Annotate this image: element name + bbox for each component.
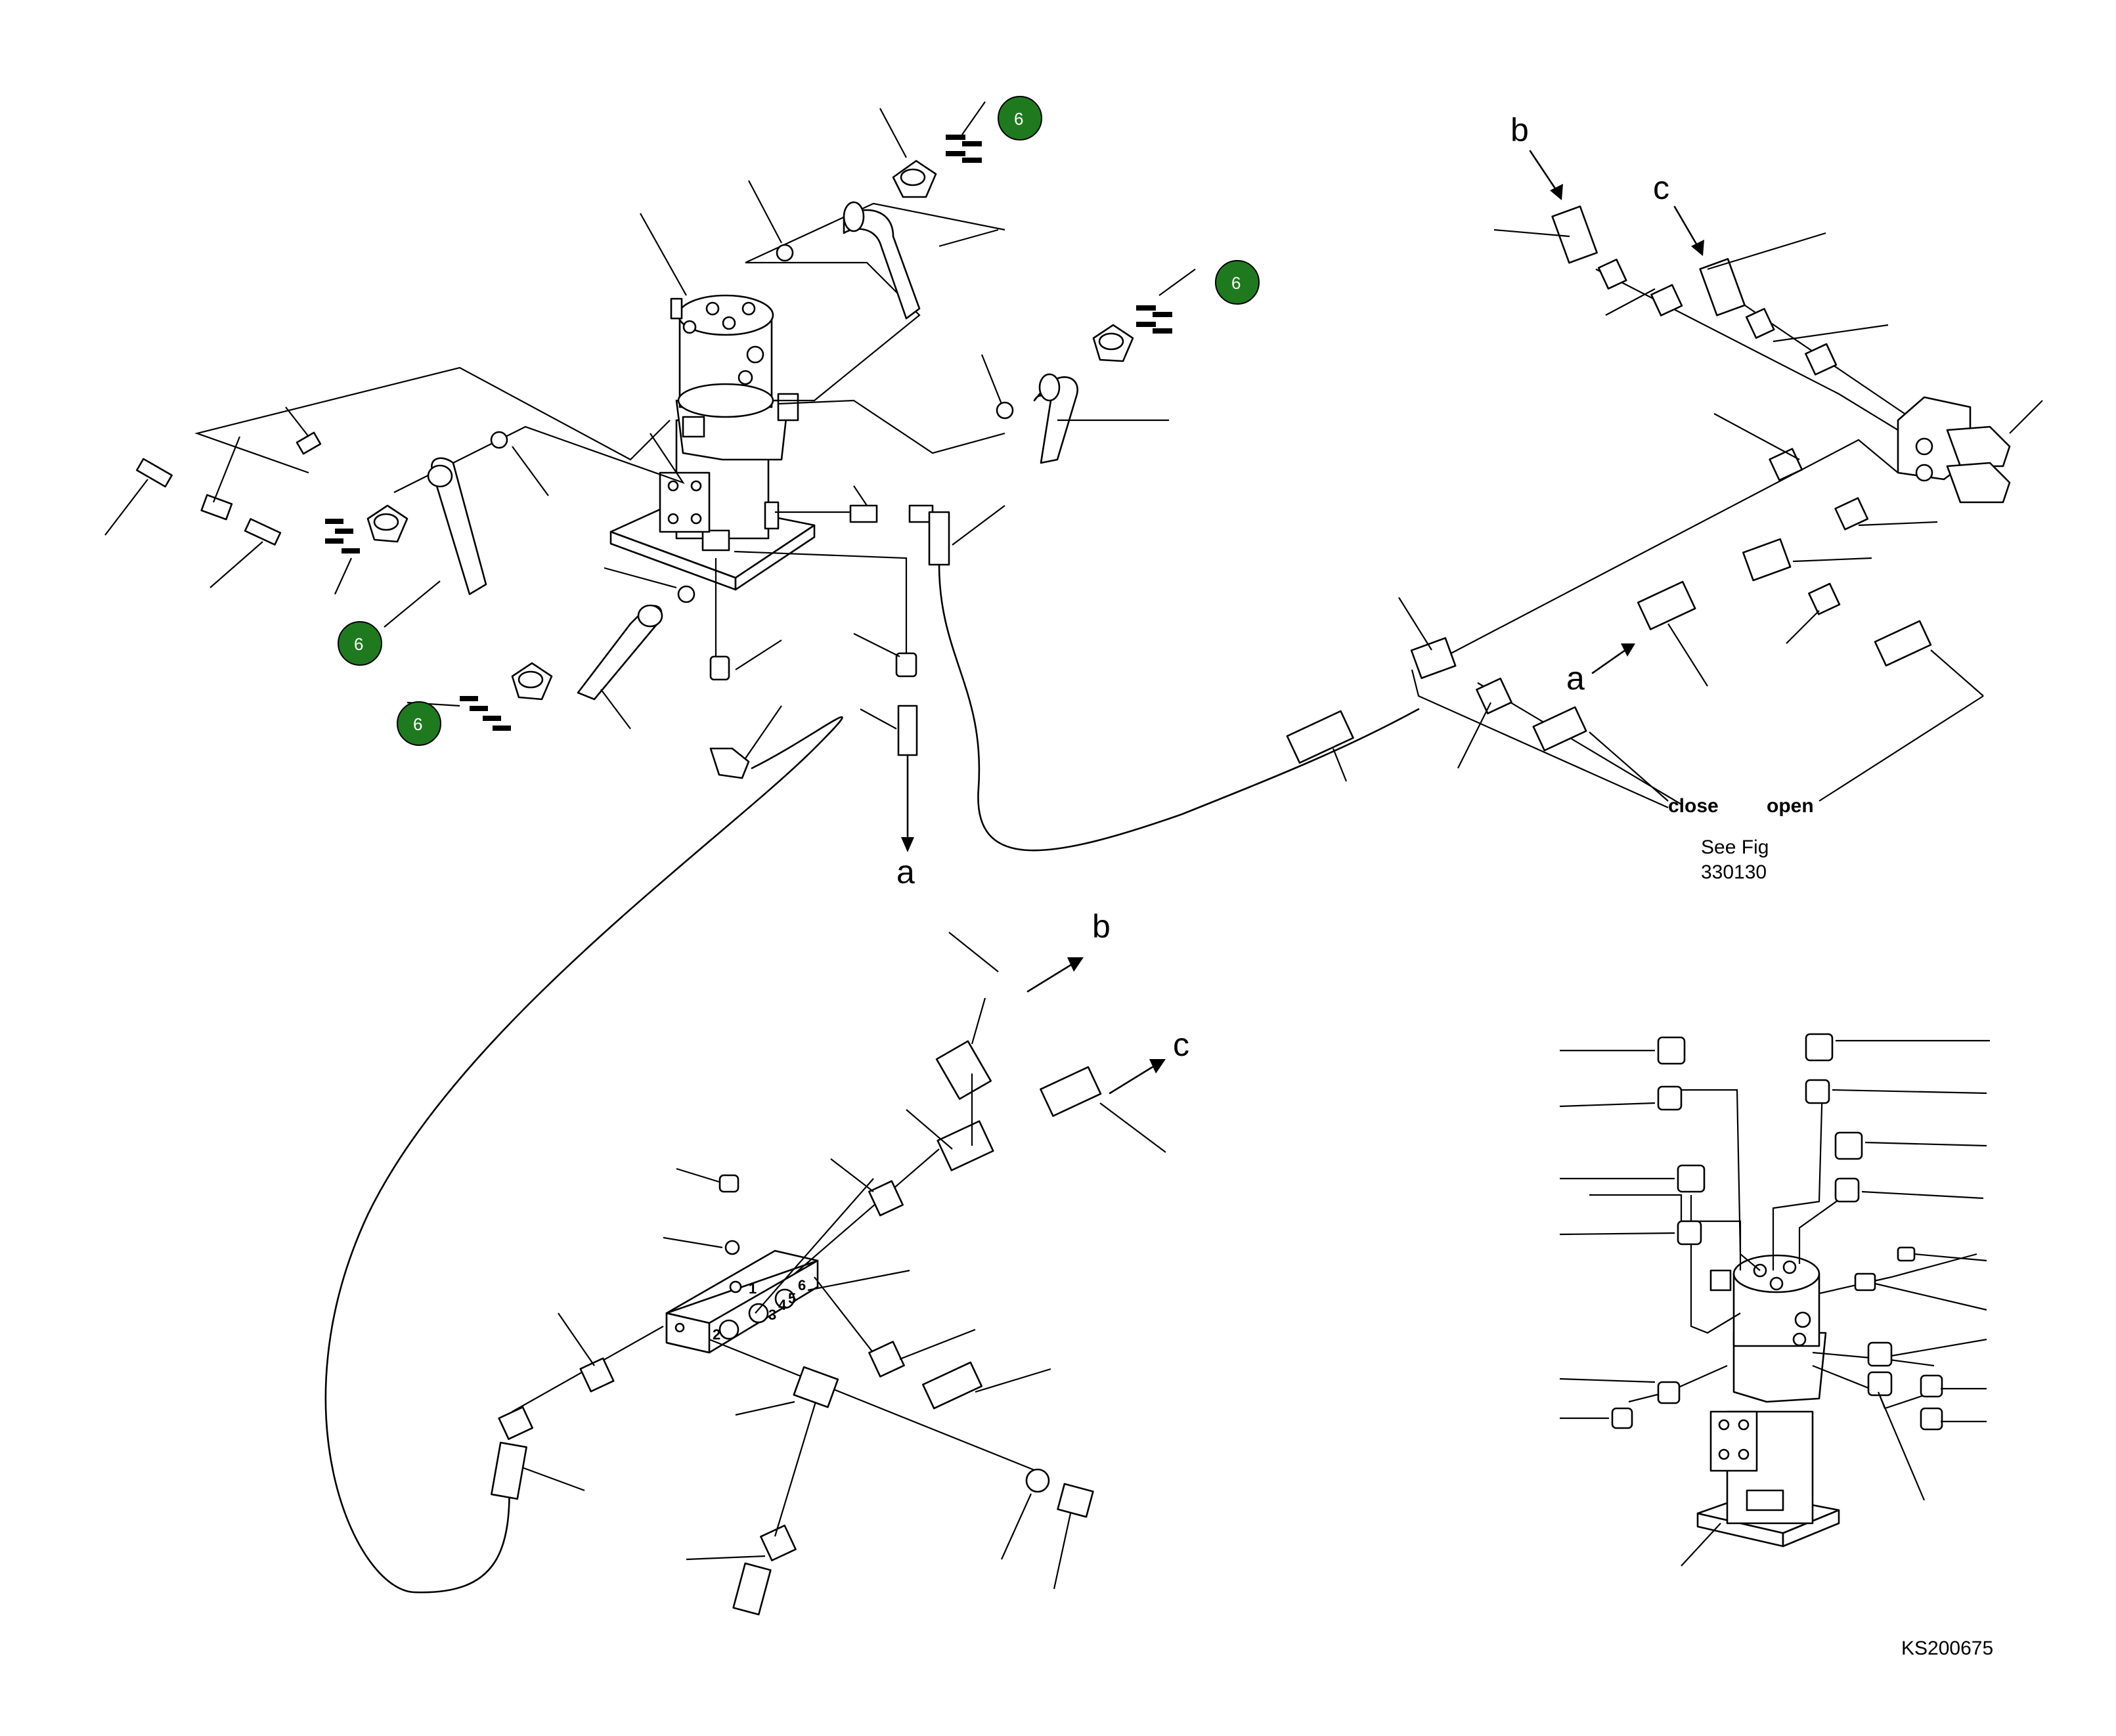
lower-valve-block: 3 4 5 2 6 1 — [512, 1148, 1045, 1475]
valve-port-numbers: 3 4 5 2 6 1 — [713, 1277, 806, 1343]
badge-4: 6 — [397, 701, 441, 746]
svg-text:4: 4 — [778, 1297, 787, 1313]
swivel-joint-detail — [1559, 1033, 1990, 1567]
right-fittings — [1286, 206, 1984, 809]
fittings-left — [104, 406, 322, 588]
svg-text:6: 6 — [1231, 273, 1241, 293]
badge-1: 6 — [998, 96, 1042, 141]
svg-text:1: 1 — [749, 1280, 757, 1297]
label-open: open — [1767, 795, 1814, 817]
flange-hose-left-2 — [407, 567, 695, 731]
label-close: close — [1668, 795, 1719, 817]
badge-2: 6 — [1215, 260, 1260, 305]
see-fig-line1: See Fig — [1701, 836, 1769, 858]
flange-hose-top-1 — [748, 101, 999, 320]
see-fig-line2: 330130 — [1701, 861, 1767, 883]
svg-text:6: 6 — [798, 1277, 806, 1293]
svg-text:6: 6 — [413, 714, 422, 734]
svg-text:6: 6 — [1014, 109, 1023, 129]
label-arrow-b-lower: b — [1092, 908, 1111, 945]
flange-hose-top-2 — [981, 269, 1196, 464]
lower-arrows — [1026, 957, 1166, 1095]
svg-text:2: 2 — [713, 1326, 720, 1343]
lower-valve-fittings — [491, 932, 1166, 1616]
drawing-id: KS200675 — [1901, 1638, 1993, 1659]
swivel-joint-main — [609, 294, 816, 591]
svg-text:3: 3 — [768, 1307, 776, 1323]
right-arrows — [1529, 150, 1704, 674]
label-arrow-c-top: c — [1653, 169, 1669, 206]
long-hose — [324, 563, 1420, 1594]
label-arrow-a-main: a — [896, 854, 915, 890]
label-arrow-c-lower: c — [1173, 1026, 1189, 1063]
fittings-main-lower — [709, 485, 1005, 852]
svg-text:6: 6 — [354, 634, 363, 654]
label-arrow-b-top: b — [1510, 112, 1529, 148]
badge-3: 6 — [338, 621, 382, 666]
label-arrow-a-right: a — [1566, 660, 1585, 697]
svg-text:5: 5 — [788, 1290, 796, 1307]
right-manifold — [1897, 396, 2043, 504]
flange-hose-left-1 — [325, 431, 549, 628]
leader-lines-main — [194, 202, 1005, 657]
